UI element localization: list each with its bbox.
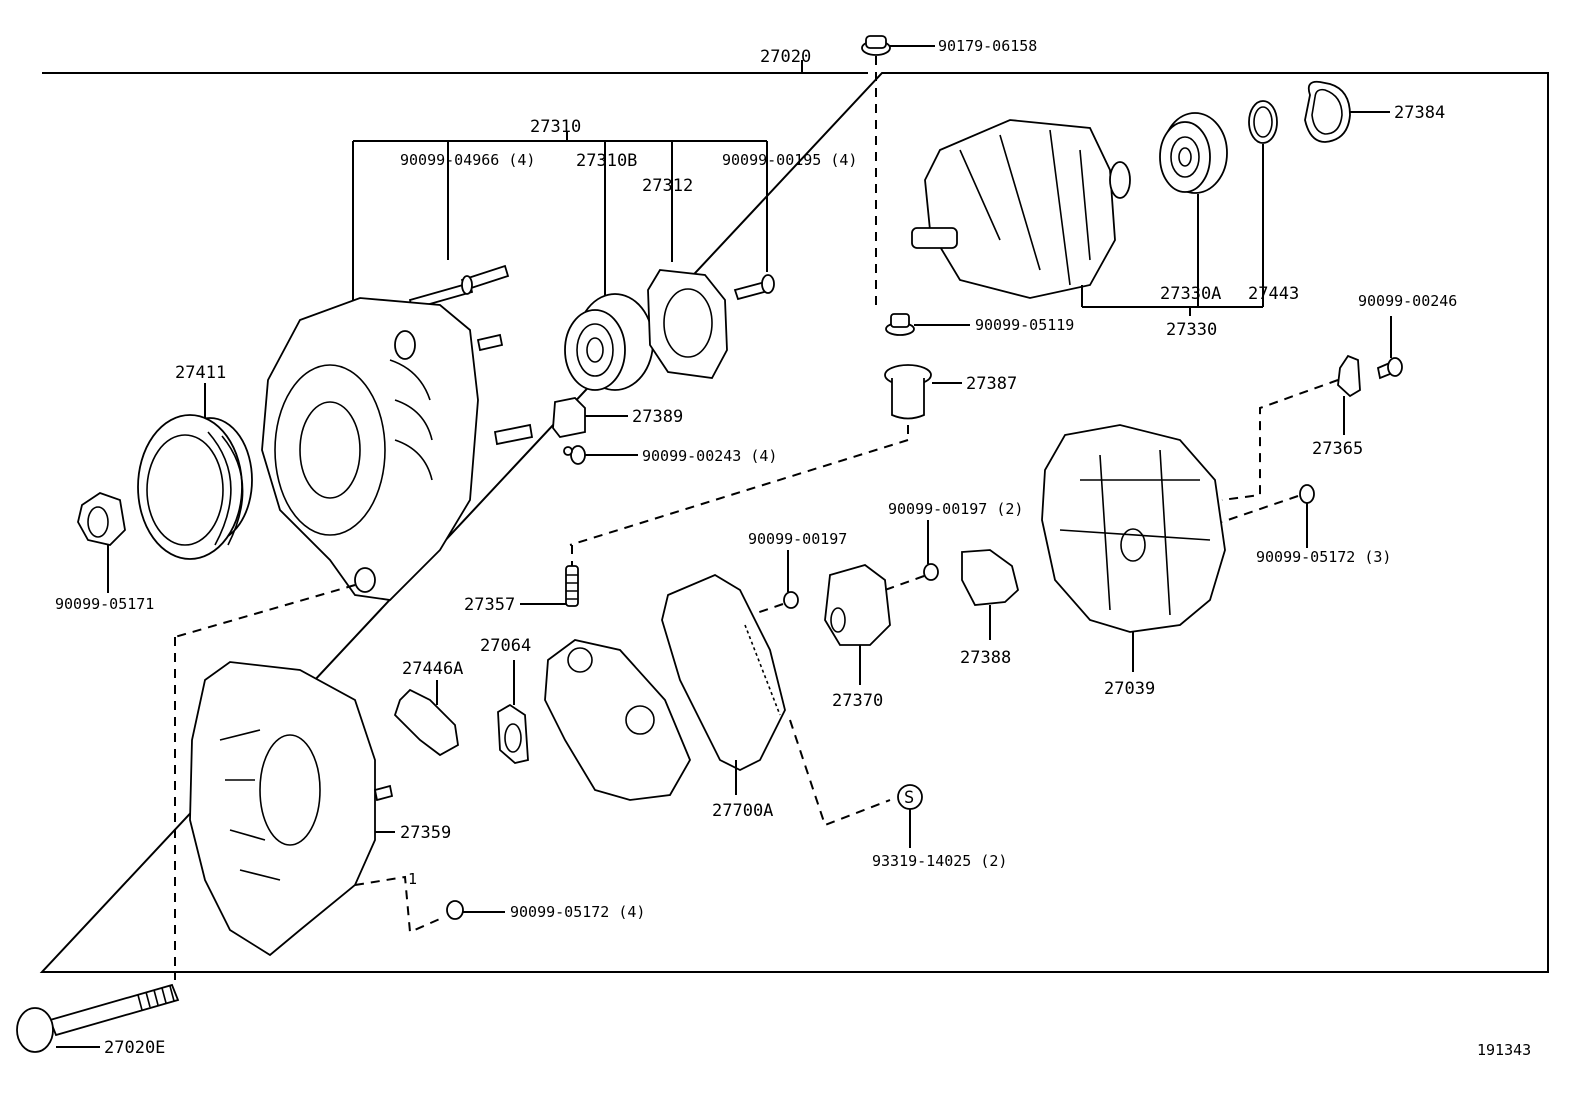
part-90099-05172-nut-4[interactable] bbox=[446, 900, 505, 920]
part-90099-00197-screw-2[interactable] bbox=[884, 520, 939, 591]
label-27389[interactable]: 27389 bbox=[632, 407, 683, 427]
label-27359[interactable]: 27359 bbox=[400, 823, 451, 843]
part-93319-14025-screw[interactable]: S bbox=[897, 784, 923, 848]
part-27443-bearing-cover[interactable] bbox=[1248, 100, 1278, 307]
part-27064-insulator[interactable] bbox=[497, 660, 529, 764]
part-27330A-bearing[interactable] bbox=[1159, 112, 1228, 307]
part-27310B-bearing[interactable] bbox=[564, 293, 654, 391]
part-27411-pulley[interactable] bbox=[137, 383, 253, 560]
label-27020[interactable]: 27020 bbox=[760, 47, 811, 67]
part-drive-end-frame-housing[interactable] bbox=[261, 297, 534, 601]
part-90099-00243-screw[interactable] bbox=[563, 445, 638, 465]
part-27700A-voltage-regulator[interactable] bbox=[661, 573, 891, 827]
label-27357[interactable]: 27357 bbox=[464, 595, 515, 615]
part-90099-05172-nut-3[interactable] bbox=[1221, 484, 1315, 548]
label-90099-00243[interactable]: 90099-00243 (4) bbox=[642, 447, 777, 465]
label-27443[interactable]: 27443 bbox=[1248, 284, 1299, 304]
label-93319-14025[interactable]: 93319-14025 (2) bbox=[872, 852, 1007, 870]
label-27039[interactable]: 27039 bbox=[1104, 679, 1155, 699]
part-27370-brush-holder[interactable] bbox=[824, 564, 891, 685]
label-27384[interactable]: 27384 bbox=[1394, 103, 1445, 123]
label-27310B[interactable]: 27310B bbox=[576, 151, 637, 171]
part-27389-terminal-cap[interactable] bbox=[552, 397, 628, 438]
label-27388[interactable]: 27388 bbox=[960, 648, 1011, 668]
bracket-27330-leaders bbox=[1082, 306, 1263, 316]
label-27330A[interactable]: 27330A bbox=[1160, 284, 1221, 304]
label-27411[interactable]: 27411 bbox=[175, 363, 226, 383]
label-27330[interactable]: 27330 bbox=[1166, 320, 1217, 340]
part-27357-rectifier-end-frame[interactable] bbox=[520, 545, 692, 801]
label-ref-1: 1 bbox=[408, 870, 417, 888]
assembly-boundary-box bbox=[39, 60, 1549, 973]
part-27388-brush-cover[interactable] bbox=[961, 549, 1020, 640]
part-27365-terminal-plate[interactable] bbox=[1221, 354, 1361, 501]
part-90099-00197-screw[interactable] bbox=[744, 550, 799, 618]
label-27370[interactable]: 27370 bbox=[832, 691, 883, 711]
label-27446A[interactable]: 27446A bbox=[402, 659, 463, 679]
label-90099-00195[interactable]: 90099-00195 (4) bbox=[722, 151, 857, 169]
label-90099-00197-2[interactable]: 90099-00197 (2) bbox=[888, 500, 1023, 518]
label-90099-05171[interactable]: 90099-05171 bbox=[55, 595, 154, 613]
part-90179-06158-bolt[interactable] bbox=[861, 35, 935, 310]
bracket-27310-leaders bbox=[352, 132, 768, 300]
figure-id: 191343 bbox=[1477, 1041, 1531, 1059]
label-90099-05119[interactable]: 90099-05119 bbox=[975, 316, 1074, 334]
part-labels: 27020 90179-06158 27310 90099-04966 (4) … bbox=[55, 37, 1531, 1059]
part-27384-ring[interactable] bbox=[1304, 80, 1390, 143]
standard-part-symbol: S bbox=[904, 788, 914, 808]
part-rotor[interactable] bbox=[911, 119, 1131, 307]
part-90099-00246-bolt[interactable] bbox=[1376, 316, 1403, 380]
label-27064[interactable]: 27064 bbox=[480, 636, 531, 656]
label-90099-04966[interactable]: 90099-04966 (4) bbox=[400, 151, 535, 169]
label-27700A[interactable]: 27700A bbox=[712, 801, 773, 821]
part-27020E-through-bolt[interactable] bbox=[16, 983, 180, 1053]
part-27446A-plate[interactable] bbox=[393, 680, 459, 757]
label-27365[interactable]: 27365 bbox=[1312, 439, 1363, 459]
part-27312-retainer-plate[interactable] bbox=[647, 269, 728, 379]
part-90099-05119-washer[interactable] bbox=[885, 313, 970, 336]
part-27039-rear-end-cover[interactable] bbox=[1041, 424, 1226, 672]
part-27387-terminal-insulator[interactable] bbox=[569, 364, 962, 546]
part-27359-rectifier-end-frame[interactable] bbox=[174, 584, 443, 980]
label-90099-05172-3[interactable]: 90099-05172 (3) bbox=[1256, 548, 1391, 566]
label-90099-05172-4[interactable]: 90099-05172 (4) bbox=[510, 903, 645, 921]
label-90099-00246[interactable]: 90099-00246 bbox=[1358, 292, 1457, 310]
label-27020E[interactable]: 27020E bbox=[104, 1038, 165, 1058]
part-90099-04966-stud[interactable] bbox=[408, 264, 510, 311]
label-90099-00197[interactable]: 90099-00197 bbox=[748, 530, 847, 548]
part-90099-00195-screw[interactable] bbox=[733, 274, 775, 301]
label-27387[interactable]: 27387 bbox=[966, 374, 1017, 394]
part-90099-05171-nut[interactable] bbox=[77, 492, 126, 593]
label-90179-06158[interactable]: 90179-06158 bbox=[938, 37, 1037, 55]
label-27310[interactable]: 27310 bbox=[530, 117, 581, 137]
label-27312[interactable]: 27312 bbox=[642, 176, 693, 196]
